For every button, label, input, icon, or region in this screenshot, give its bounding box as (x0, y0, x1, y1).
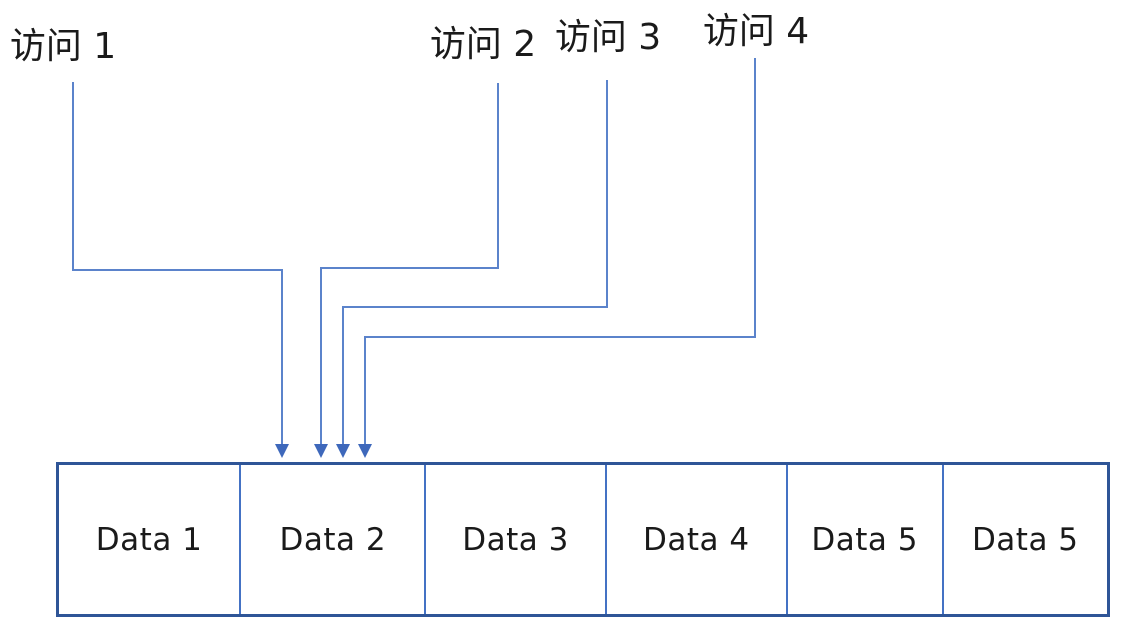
array-cell: Data 4 (607, 465, 788, 614)
connector-elbow-line (320, 83, 499, 445)
array-cell: Data 3 (426, 465, 607, 614)
connector-elbow-line (364, 58, 756, 445)
access-label: 访问 2 (429, 24, 537, 65)
arrow-down-icon (358, 444, 372, 458)
array-cell-label: Data 2 (279, 521, 387, 558)
access-label: 访问 1 (9, 26, 117, 67)
connector-elbow-line (342, 80, 608, 445)
array-cell-label: Data 1 (95, 521, 203, 558)
data-array-box: Data 1 Data 2 Data 3 Data 4 Data 5 Data 5 (56, 462, 1110, 617)
access-label: 访问 3 (554, 17, 662, 58)
array-cell-label: Data 3 (462, 521, 569, 558)
array-cell: Data 5 (788, 465, 944, 614)
arrow-down-icon (314, 444, 328, 458)
arrow-down-icon (336, 444, 350, 458)
array-cell: Data 2 (241, 465, 427, 614)
array-cell-label: Data 5 (971, 521, 1079, 558)
array-cell-label: Data 4 (642, 521, 750, 558)
array-cell: Data 5 (944, 465, 1107, 614)
array-cell-label: Data 5 (811, 521, 918, 558)
access-label: 访问 4 (702, 11, 810, 52)
arrow-down-icon (275, 444, 289, 458)
connector-elbow-line (72, 82, 283, 445)
array-cell: Data 1 (59, 465, 242, 614)
